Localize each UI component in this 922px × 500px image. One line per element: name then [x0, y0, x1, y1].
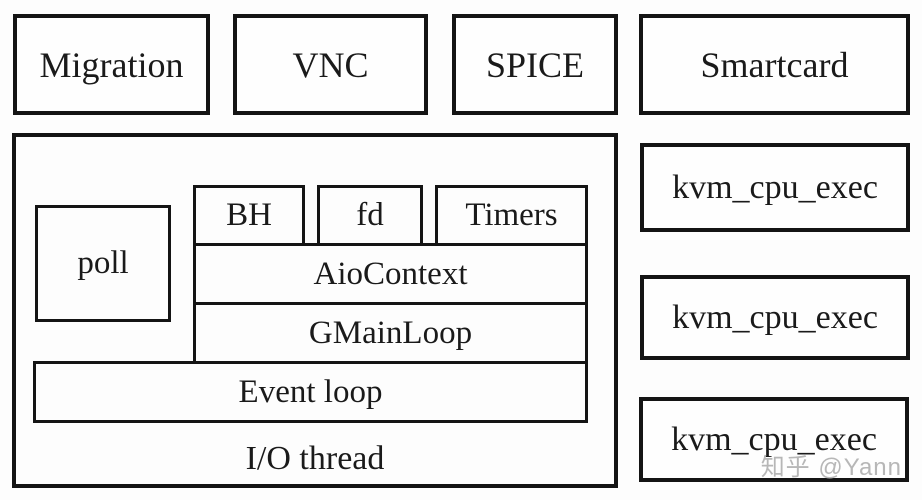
io-thread-label: I/O thread: [245, 440, 385, 477]
box-spice: SPICE: [452, 14, 618, 115]
spice-label: SPICE: [485, 44, 585, 85]
box-kvm-cpu-exec-2: kvm_cpu_exec: [640, 275, 910, 360]
aiocontext-label: AioContext: [313, 255, 468, 292]
kvm-cpu-exec-label-1: kvm_cpu_exec: [672, 168, 878, 206]
timers-label: Timers: [465, 197, 558, 233]
vnc-label: VNC: [292, 44, 369, 85]
box-kvm-cpu-exec-3: kvm_cpu_exec: [639, 397, 909, 482]
box-aiocontext: AioContext: [193, 243, 588, 305]
box-fd: fd: [317, 185, 423, 246]
poll-label: poll: [77, 245, 129, 281]
box-bh: BH: [193, 185, 305, 246]
box-timers: Timers: [435, 185, 588, 246]
box-kvm-cpu-exec-1: kvm_cpu_exec: [640, 143, 910, 232]
migration-label: Migration: [39, 44, 184, 85]
fd-label: fd: [356, 197, 384, 233]
box-migration: Migration: [13, 14, 210, 115]
box-smartcard: Smartcard: [639, 14, 910, 115]
kvm-cpu-exec-label-3: kvm_cpu_exec: [671, 420, 877, 458]
event-loop-label: Event loop: [238, 373, 383, 410]
bh-label: BH: [226, 197, 272, 233]
gmainloop-label: GMainLoop: [308, 314, 473, 351]
box-vnc: VNC: [233, 14, 428, 115]
box-poll: poll: [35, 205, 171, 322]
smartcard-label: Smartcard: [700, 44, 849, 85]
kvm-cpu-exec-label-2: kvm_cpu_exec: [672, 298, 878, 336]
box-gmainloop: GMainLoop: [193, 302, 588, 364]
box-event-loop: Event loop: [33, 361, 588, 423]
